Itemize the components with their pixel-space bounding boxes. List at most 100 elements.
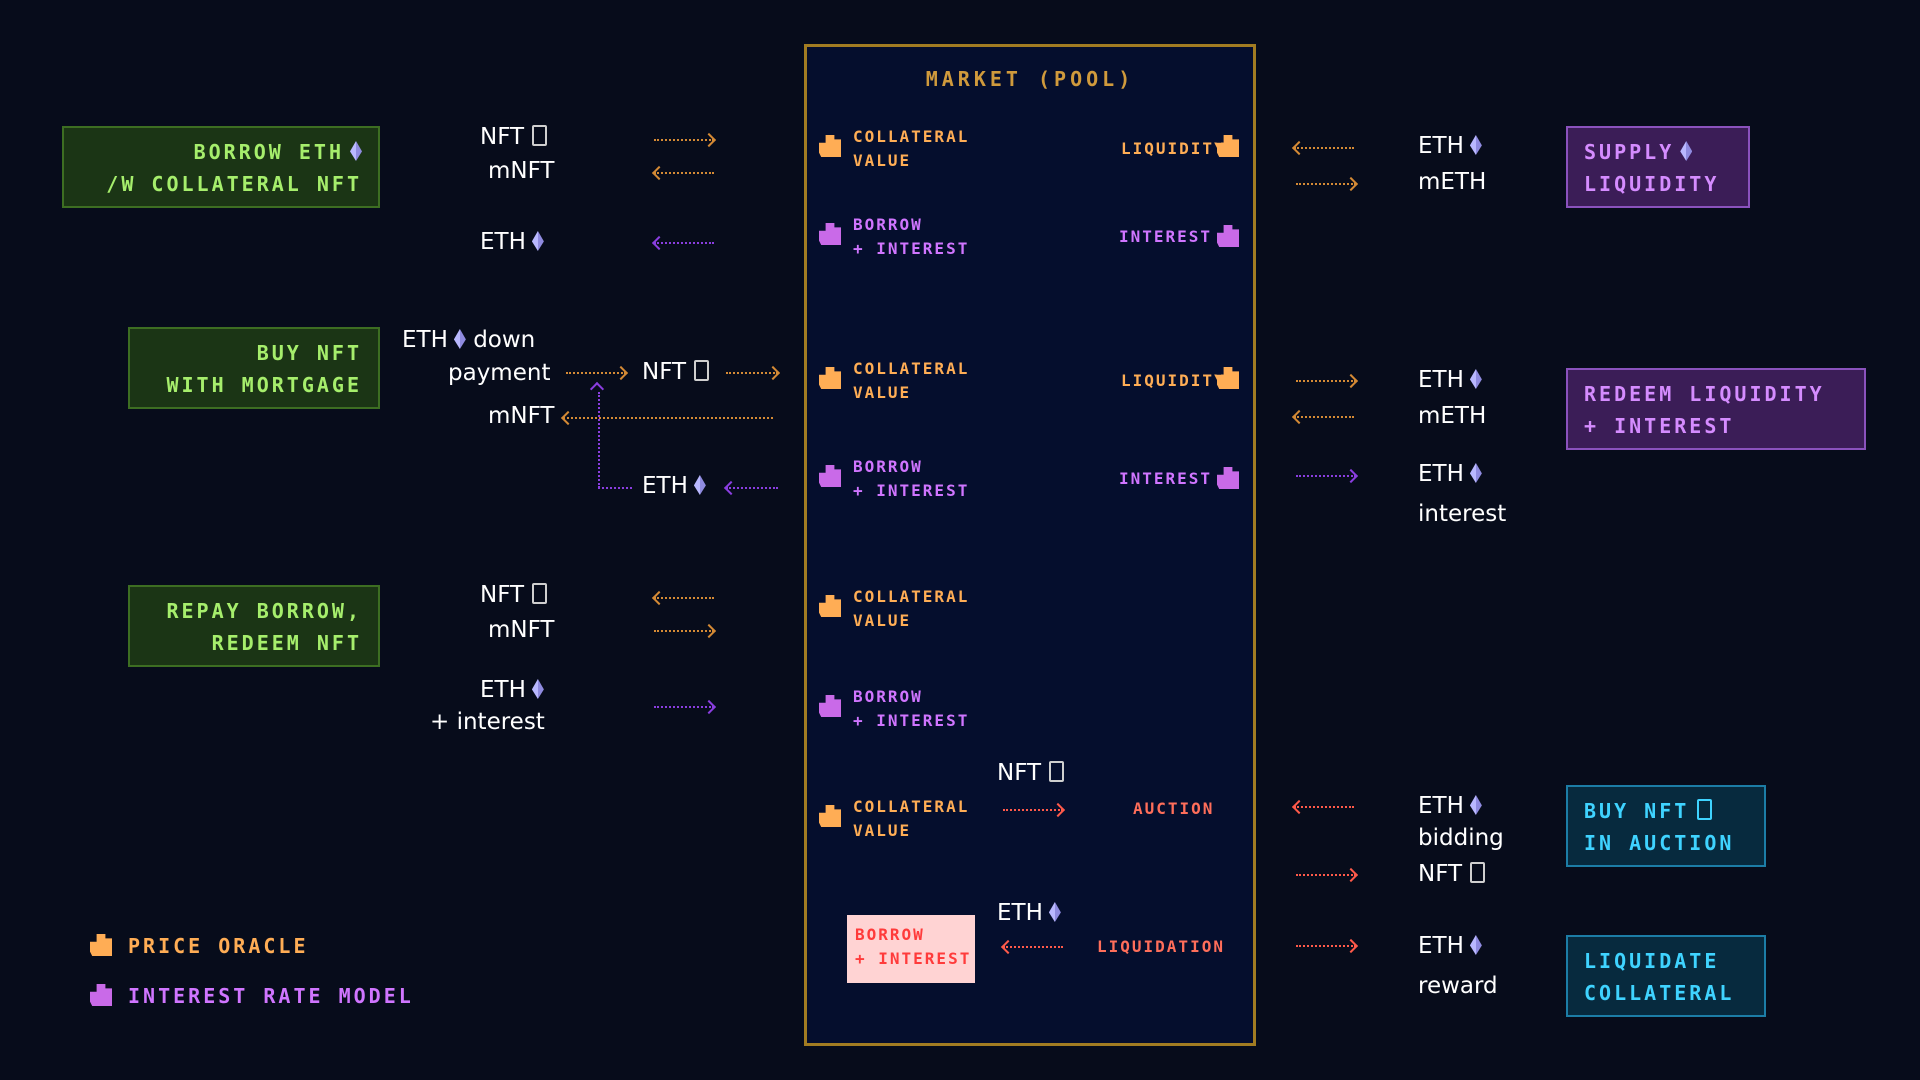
arrow-eth-from-market [726, 487, 778, 489]
borrow-interest-label: BORROW+ INTEREST [853, 215, 970, 258]
interest-label: INTEREST [1119, 227, 1213, 246]
repay-borrow-label: REPAY BORROW, [166, 599, 362, 623]
arrow-mnft-to-market [654, 630, 714, 632]
nft-icon [694, 360, 710, 381]
price-oracle-icon [819, 595, 841, 617]
interest-rate-model-icon [1217, 467, 1239, 489]
price-oracle-icon [819, 367, 841, 389]
eth-token: ETH [997, 899, 1061, 927]
mnft-token: mNFT [488, 403, 555, 429]
eth-token: ETH [1418, 366, 1482, 394]
eth-icon [693, 475, 706, 495]
bidding-token: bidding [1418, 825, 1504, 851]
meth-token: mETH [1418, 403, 1487, 429]
nft-token: NFT [480, 123, 548, 151]
price-oracle-icon [90, 934, 112, 956]
buy-nft-auction-box: BUY NFT IN AUCTION [1566, 785, 1766, 867]
borrow-interest-highlight: BORROW+ INTEREST [847, 915, 975, 983]
buy-nft-sub-label: WITH MORTGAGE [166, 373, 362, 397]
interest-rate-model-icon [1217, 225, 1239, 247]
liquidate-label: LIQUIDATE [1584, 949, 1720, 973]
arrow-interest-to-user [1296, 475, 1356, 477]
liquidity-label: LIQUIDITY [1121, 371, 1226, 390]
arrow-reward-to-liquidator [1296, 945, 1356, 947]
eth-token: ETH [642, 472, 706, 500]
liquidity-label: LIQUIDITY [1121, 139, 1226, 158]
eth-icon [531, 679, 544, 699]
arrow-collateral-to-auction [1003, 809, 1063, 811]
arrow-payment-to-nft [566, 372, 626, 374]
nft-icon [1697, 799, 1713, 820]
eth-icon [350, 141, 362, 161]
interest-rate-model-icon [90, 984, 112, 1006]
eth-icon [1469, 795, 1482, 815]
auction-label: AUCTION [1133, 799, 1215, 818]
nft-icon [532, 125, 548, 146]
repay-borrow-box: REPAY BORROW, REDEEM NFT [128, 585, 380, 667]
liquidation-label: LIQUIDATION [1097, 937, 1225, 956]
eth-icon [1469, 463, 1482, 483]
mnft-token: mNFT [488, 617, 555, 643]
supply-label: SUPPLY [1584, 140, 1675, 164]
arrow-nft-from-market [654, 597, 714, 599]
connector-eth-to-payment [598, 392, 600, 488]
buy-nft-auction-sub-label: IN AUCTION [1584, 831, 1735, 855]
interest-rate-model-icon [819, 465, 841, 487]
borrow-interest-label: BORROW+ INTEREST [855, 925, 972, 968]
arrow-meth-to-user [1296, 183, 1356, 185]
interest-label: INTEREST [1119, 469, 1213, 488]
borrow-eth-box: BORROW ETH /W COLLATERAL NFT [62, 126, 380, 208]
borrow-interest-label: BORROW+ INTEREST [853, 687, 970, 730]
arrow-mnft-from-market [563, 417, 773, 419]
nft-token: NFT [1418, 860, 1486, 888]
arrow-eth-to-user [1296, 380, 1356, 382]
price-oracle-icon [819, 135, 841, 157]
interest-rate-model-icon [819, 223, 841, 245]
arrow-mnft-from-market [654, 172, 714, 174]
payment-token: payment [448, 360, 551, 386]
buy-nft-auction-label: BUY NFT [1584, 799, 1690, 823]
nft-icon [532, 583, 548, 604]
eth-icon [1048, 902, 1061, 922]
plus-interest-token: + interest [430, 709, 545, 735]
nft-icon [1049, 761, 1065, 782]
eth-token: ETH [480, 676, 544, 704]
nft-token: NFT [642, 358, 710, 386]
arrow-eth-from-market [654, 242, 714, 244]
buy-nft-label: BUY NFT [256, 341, 362, 365]
repay-borrow-sub-label: REDEEM NFT [211, 631, 362, 655]
eth-icon [1469, 935, 1482, 955]
meth-token: mETH [1418, 169, 1487, 195]
price-oracle-icon [819, 805, 841, 827]
arrow-liquidation-to-borrow [1003, 946, 1063, 948]
eth-token: ETH [1418, 792, 1482, 820]
eth-token: ETH [1418, 460, 1482, 488]
redeem-label: REDEEM LIQUIDITY [1584, 382, 1825, 406]
arrow-meth-to-market [1294, 416, 1354, 418]
interest-rate-model-icon [819, 695, 841, 717]
arrow-nft-to-bidder [1296, 874, 1356, 876]
nft-icon [1470, 862, 1486, 883]
eth-token: ETH [480, 228, 544, 256]
eth-down-token: ETH down [402, 327, 536, 353]
arrow-nft-to-market [654, 139, 714, 141]
arrow-nft-to-market [726, 372, 778, 374]
eth-icon [1469, 369, 1482, 389]
redeem-liquidity-box: REDEEM LIQUIDITY + INTEREST [1566, 368, 1866, 450]
eth-icon [453, 329, 466, 349]
interest-token: interest [1418, 501, 1507, 527]
eth-token: ETH [1418, 132, 1482, 160]
arrow-liquidity-from-eth [1294, 147, 1354, 149]
legend-price-oracle: PRICE ORACLE [128, 934, 309, 958]
connector-horizontal [598, 487, 632, 489]
supply-liquidity-box: SUPPLY LIQUIDITY [1566, 126, 1750, 208]
connector-arrow-head [589, 381, 605, 397]
legend-interest-rate-model: INTEREST RATE MODEL [128, 984, 414, 1008]
reward-token: reward [1418, 973, 1498, 999]
eth-icon [531, 231, 544, 251]
borrow-eth-sub-label: /W COLLATERAL NFT [106, 172, 362, 196]
